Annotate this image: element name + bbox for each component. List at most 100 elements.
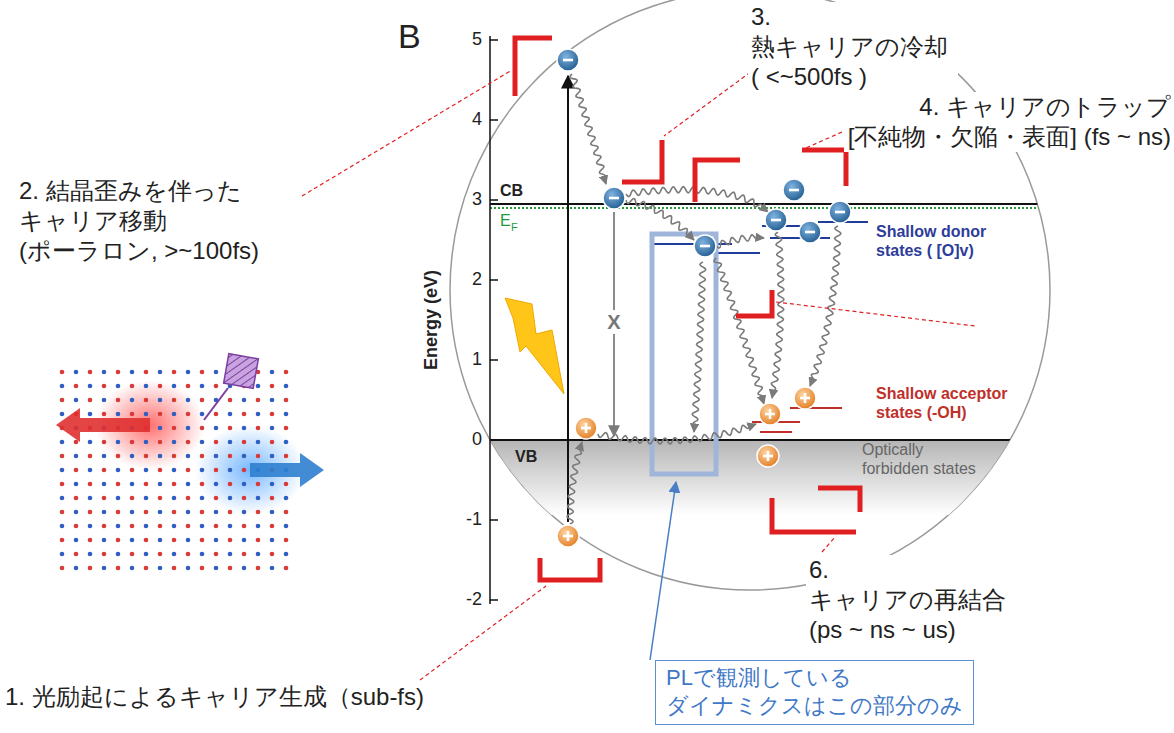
hole — [757, 445, 779, 467]
lattice-atom — [214, 524, 219, 529]
lattice-atom — [102, 496, 107, 501]
lattice-atom — [102, 454, 107, 459]
lattice-atom — [172, 510, 177, 515]
lattice-atom — [60, 538, 65, 543]
lattice-atom — [144, 510, 149, 515]
lattice-atom — [186, 440, 191, 445]
lattice-atom — [158, 384, 163, 389]
lattice-atom — [74, 440, 79, 445]
relaxation-arrow — [567, 442, 582, 524]
lattice-atom — [116, 538, 121, 543]
lattice-atom — [158, 552, 163, 557]
lattice-atom — [186, 538, 191, 543]
lattice-atom — [242, 468, 247, 473]
carrier-body — [575, 417, 597, 439]
axis-tick-label: 1 — [472, 349, 482, 371]
carrier-body — [794, 387, 816, 409]
relaxation-arrows — [567, 74, 841, 524]
lattice-atom — [186, 426, 191, 431]
lattice-atom — [158, 524, 163, 529]
lattice-atom — [130, 552, 135, 557]
lattice-atom — [158, 496, 163, 501]
acceptor-label: Shallow acceptor states (-OH) — [876, 384, 1026, 422]
lattice-atom — [242, 566, 247, 571]
lattice-atom — [102, 398, 107, 403]
band-label: VB — [515, 447, 537, 466]
lattice-atom — [102, 482, 107, 487]
lattice-atom — [242, 552, 247, 557]
lattice-atom — [88, 454, 93, 459]
lattice-atom — [256, 496, 261, 501]
lattice-atom — [144, 566, 149, 571]
lattice-atom — [284, 426, 289, 431]
axis-line — [489, 36, 491, 604]
lattice-atom — [74, 552, 79, 557]
lattice-atom — [200, 566, 205, 571]
lattice-atom — [228, 552, 233, 557]
lattice-atom — [74, 370, 79, 375]
lattice-atom — [242, 482, 247, 487]
lattice-atom — [186, 370, 191, 375]
lattice-atom — [144, 468, 149, 473]
lattice-atom — [214, 384, 219, 389]
lattice-atom — [200, 552, 205, 557]
electron — [799, 221, 821, 243]
note-box: PLで観測している ダイナミクスはこの部分のみ — [655, 660, 974, 725]
lattice-atom — [88, 398, 93, 403]
axis-tick — [490, 279, 498, 281]
lattice-atom — [256, 552, 261, 557]
callout-text: 2. 結晶歪みを伴った キャリア移動 (ポーラロン, >~100fs) — [16, 176, 298, 266]
lattice-atom — [228, 426, 233, 431]
electron — [783, 179, 805, 201]
lightning-bolt — [505, 298, 564, 394]
lattice-atom — [102, 412, 107, 417]
lattice-atom — [88, 552, 93, 557]
carrier-sign — [804, 393, 807, 403]
lattice-atom — [74, 538, 79, 543]
lattice-atom — [172, 384, 177, 389]
leader-line — [776, 302, 975, 326]
lattice-atom — [88, 538, 93, 543]
lattice-atom — [116, 384, 121, 389]
lattice-atom — [200, 384, 205, 389]
lattice-atom — [130, 566, 135, 571]
lattice-atom — [102, 566, 107, 571]
lattice-atom — [102, 384, 107, 389]
bracket — [772, 498, 856, 532]
lattice-atom — [228, 454, 233, 459]
lattice-atom — [256, 440, 261, 445]
lattice-atom — [102, 524, 107, 529]
fermi-subscript: F — [511, 221, 518, 234]
bracket — [818, 488, 860, 512]
lattice-atom — [242, 454, 247, 459]
relaxation-arrow — [570, 74, 606, 184]
lattice-atom — [228, 412, 233, 417]
lattice-atom — [200, 454, 205, 459]
axis-title: Energy (eV) — [421, 270, 443, 370]
lattice-atom — [270, 412, 275, 417]
bracket — [622, 140, 662, 182]
relaxation-arrow — [598, 424, 756, 444]
lattice-atom — [186, 398, 191, 403]
lattice-atom — [172, 398, 177, 403]
forbidden-mark: X — [605, 310, 622, 334]
carrier-sign — [769, 409, 772, 419]
lattice-atom — [130, 538, 135, 543]
lattice-atom — [130, 468, 135, 473]
carrier-sign — [567, 531, 570, 541]
lattice-atom — [130, 412, 135, 417]
lattice-atom — [102, 440, 107, 445]
axis-tick — [490, 199, 498, 201]
lattice-atom — [102, 468, 107, 473]
electron — [694, 235, 716, 257]
lattice-atom — [116, 496, 121, 501]
lattice-atom — [186, 454, 191, 459]
relaxation-arrow — [810, 226, 841, 386]
lattice-atom — [116, 398, 121, 403]
axis-tick — [490, 119, 498, 121]
callout-text: 3. 熱キャリアの冷却 ( <~500fs ) — [748, 2, 958, 92]
lattice-atom — [172, 566, 177, 571]
lattice-atom — [214, 552, 219, 557]
axis-tick-label: -2 — [466, 589, 482, 611]
acceptor-level — [790, 407, 842, 409]
